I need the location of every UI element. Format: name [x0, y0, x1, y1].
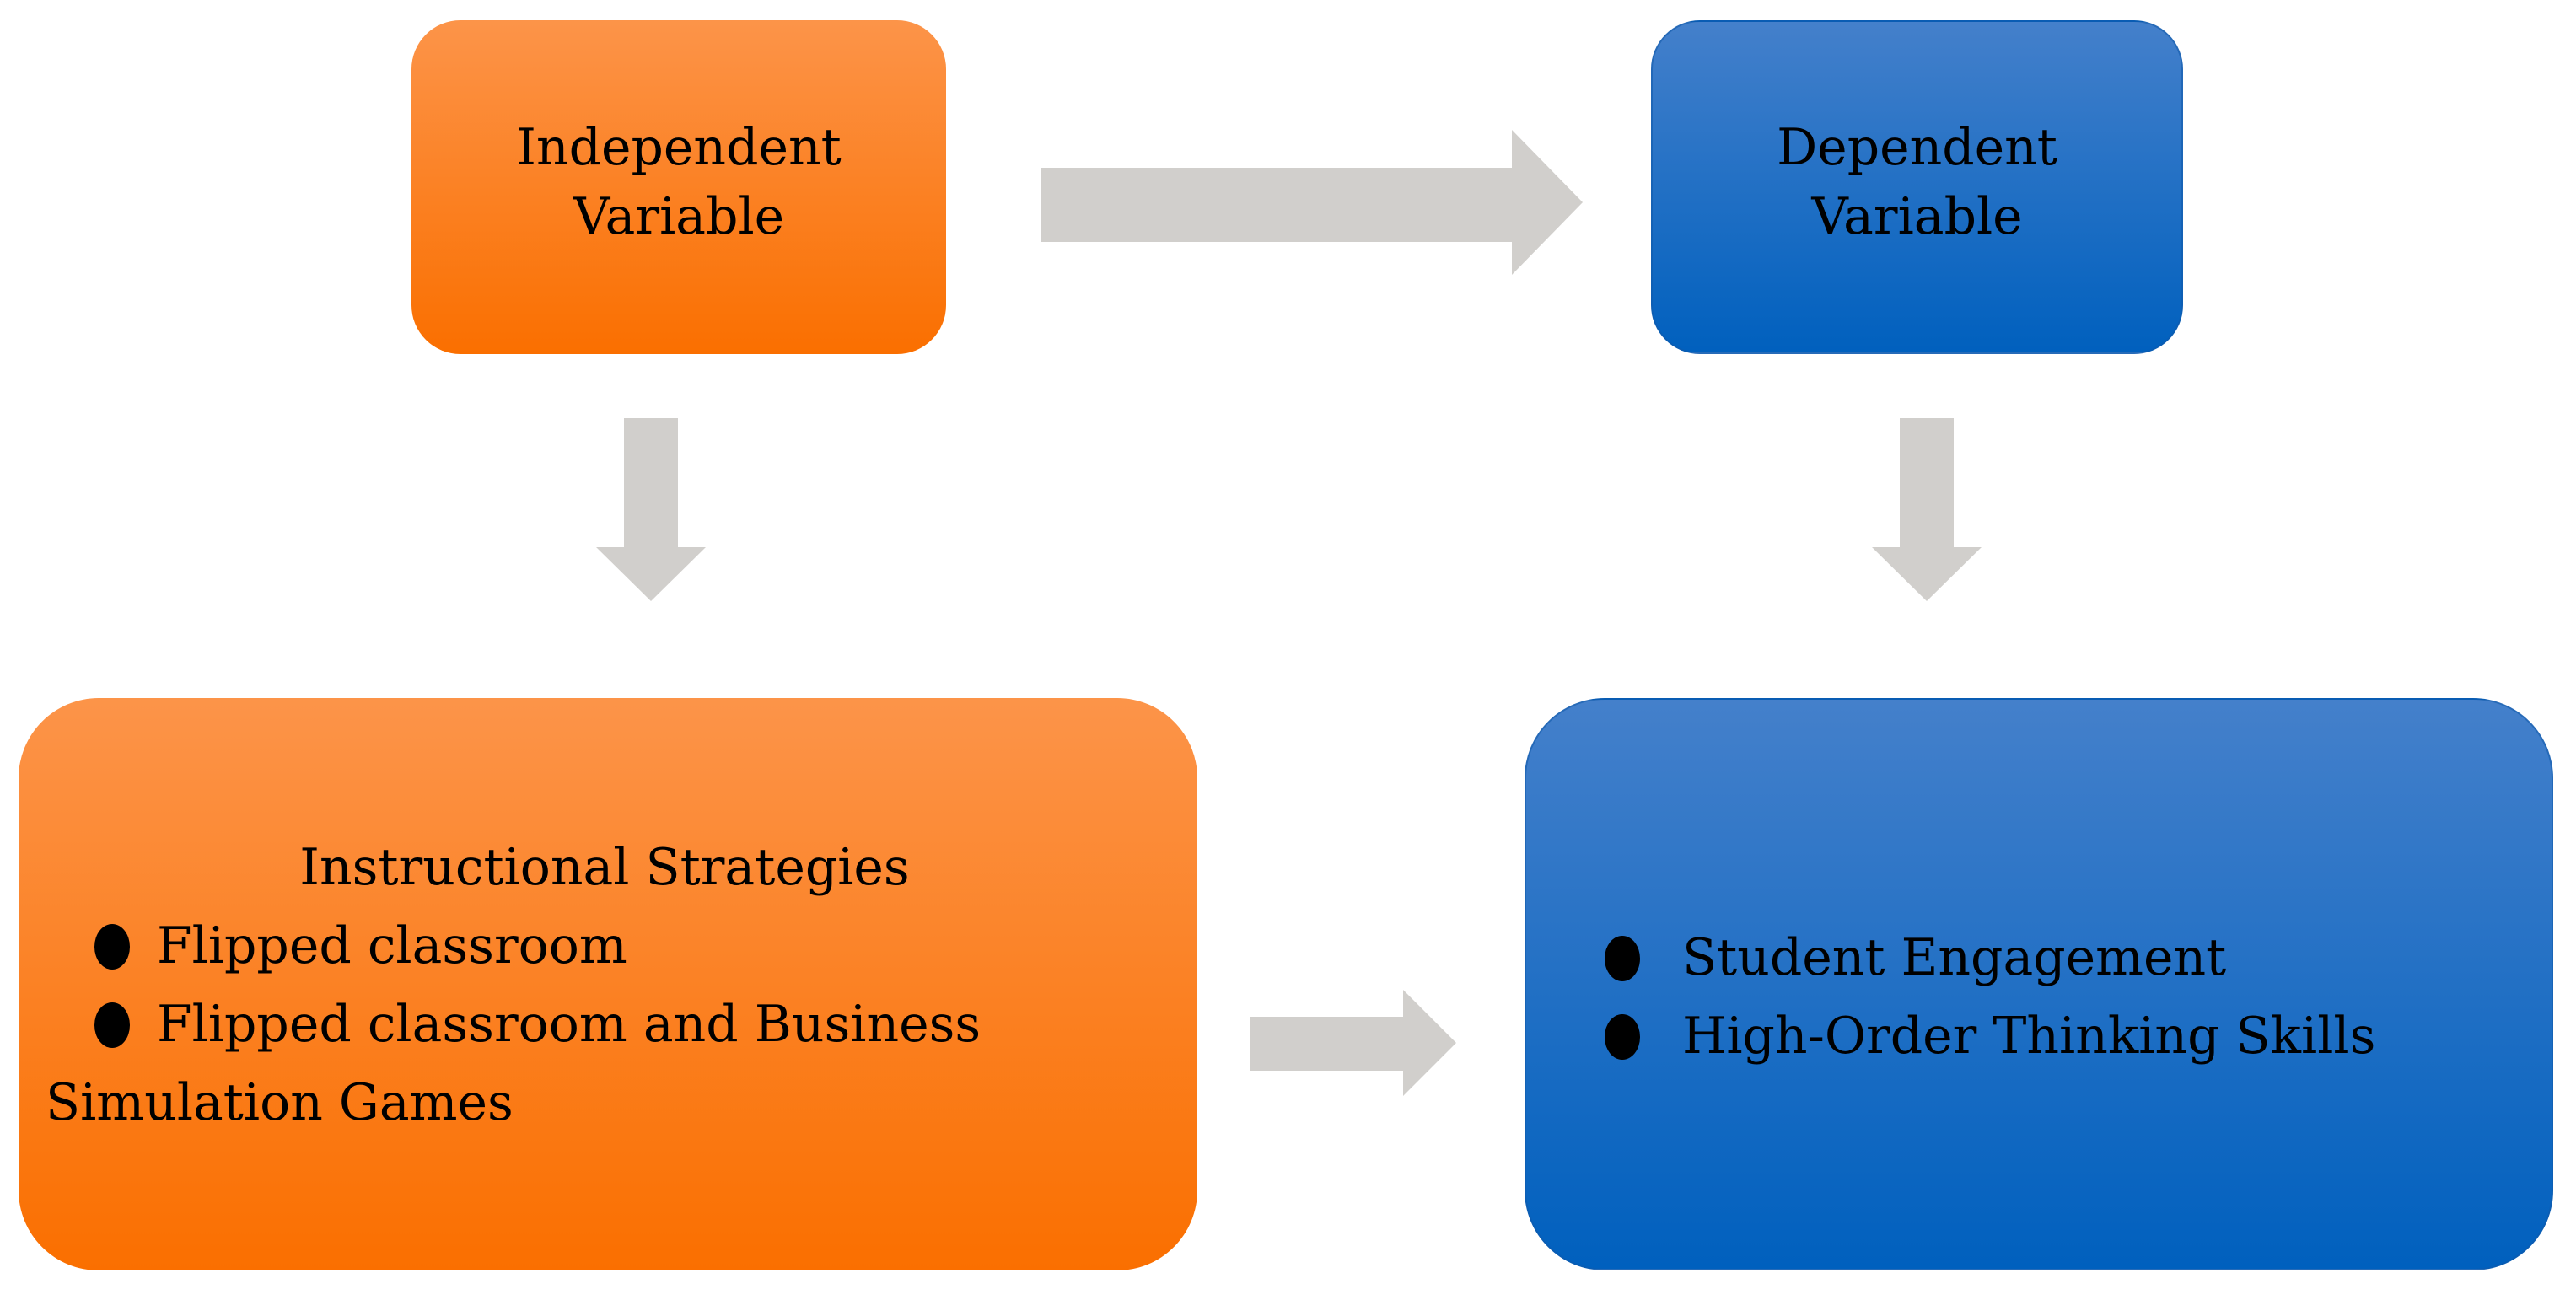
arrow-down-icon	[1872, 418, 1982, 601]
independent-variable-label-line2: Variable	[573, 187, 785, 246]
instructional-strategies-title: Instructional Strategies	[299, 838, 910, 897]
list-item: Student Engagement	[1605, 919, 2518, 997]
dependent-variable-box: Dependent Variable	[1651, 20, 2183, 354]
independent-variable-box: Independent Variable	[411, 20, 946, 354]
instructional-strategies-list: Flipped classroom Flipped classroom and …	[46, 907, 1164, 1142]
dependent-variable-label-line2: Variable	[1811, 187, 2023, 246]
bullet-icon	[94, 1002, 130, 1048]
instructional-strategies-box: Instructional Strategies Flipped classro…	[19, 698, 1197, 1270]
list-item-label: Student Engagement	[1682, 928, 2227, 987]
bullet-icon	[1605, 936, 1640, 981]
independent-variable-label-line1: Independent	[516, 118, 842, 177]
arrow-right-icon	[1250, 990, 1456, 1096]
bullet-icon	[1605, 1014, 1640, 1060]
list-item: High-Order Thinking Skills	[1605, 997, 2518, 1076]
list-item: Flipped classroom and Business Simulatio…	[46, 986, 1164, 1142]
dependent-variable-label-line1: Dependent	[1777, 118, 2057, 177]
outcomes-box: Student Engagement High-Order Thinking S…	[1525, 698, 2553, 1270]
list-item: Flipped classroom	[46, 907, 1164, 986]
list-item-label: High-Order Thinking Skills	[1682, 1007, 2376, 1066]
list-item-label: Flipped classroom	[157, 916, 627, 975]
arrow-down-icon	[596, 418, 706, 601]
arrow-right-icon	[1041, 130, 1583, 275]
outcomes-list: Student Engagement High-Order Thinking S…	[1605, 919, 2518, 1076]
list-item-label: Flipped classroom and Business Simulatio…	[46, 995, 981, 1132]
bullet-icon	[94, 924, 130, 970]
